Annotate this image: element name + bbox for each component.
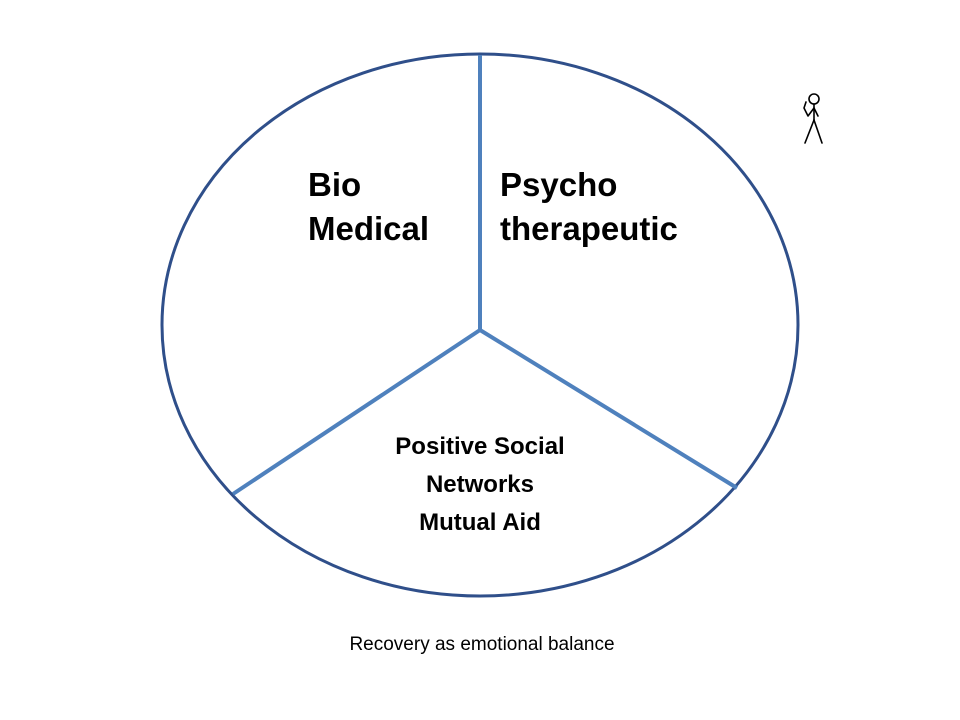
segment-psycho-therapeutic: Psycho therapeutic xyxy=(500,166,678,247)
divider-right xyxy=(478,328,739,490)
psycho-label-line1: Psycho xyxy=(500,166,617,203)
stick-figure-icon xyxy=(803,93,823,144)
divider-left xyxy=(231,328,482,496)
bio-label-line1: Bio xyxy=(308,166,361,203)
social-label-line1: Positive Social xyxy=(395,433,564,460)
social-label-line3: Mutual Aid xyxy=(419,509,541,536)
social-label-line2: Networks xyxy=(426,471,534,498)
psycho-label-line2: therapeutic xyxy=(500,210,678,247)
segment-bio-medical: Bio Medical xyxy=(308,166,429,247)
bio-label-line2: Medical xyxy=(308,210,429,247)
segment-social-networks: Positive Social Networks Mutual Aid xyxy=(395,433,564,536)
diagram-caption: Recovery as emotional balance xyxy=(349,634,614,655)
outer-circle xyxy=(160,52,800,598)
